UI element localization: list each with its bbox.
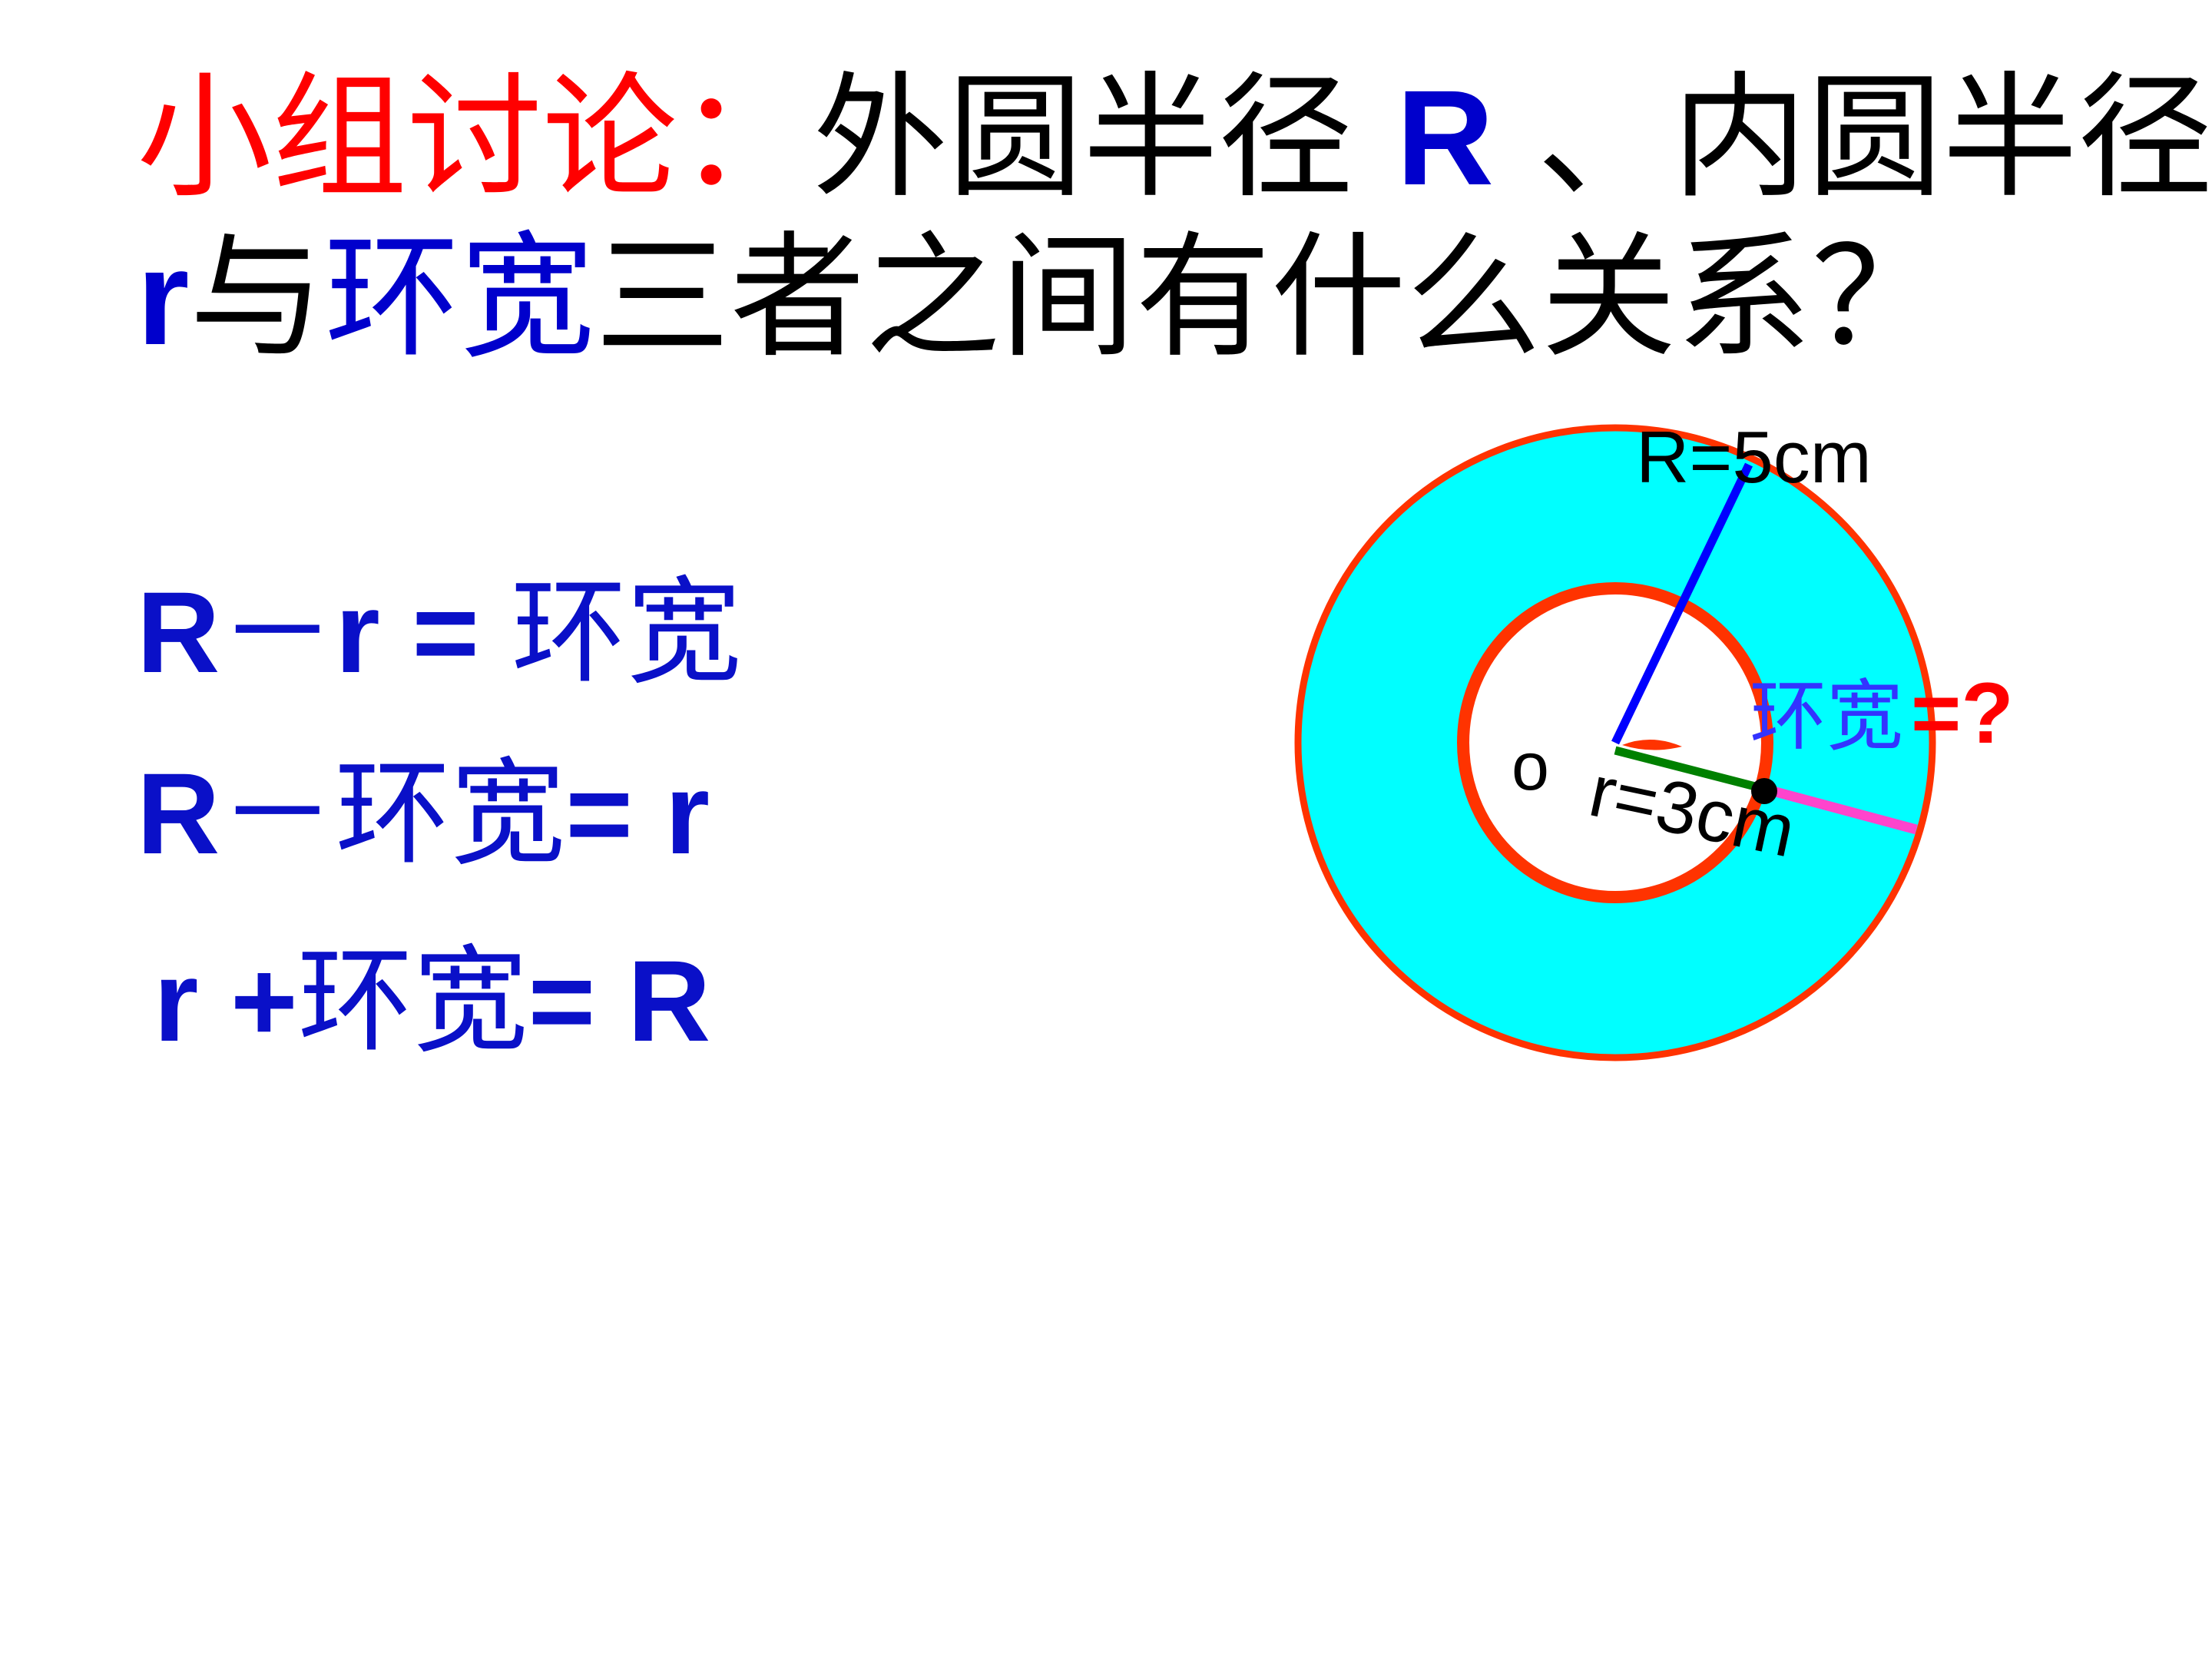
question-text: 三者之间有什么关系？ — [594, 219, 1947, 376]
outer-radius-symbol: R — [1396, 63, 1495, 214]
outer-radius-line — [1611, 462, 1753, 745]
equation-2-b: 环宽 — [335, 747, 566, 881]
title-line-1: 小组讨论：外圆半径 R 、内圆半径 — [137, 71, 2212, 207]
equation-2-a: R — [137, 749, 220, 878]
equation-3-b: 环宽 — [297, 935, 528, 1068]
equation-2: R－环宽= r — [137, 756, 710, 872]
angle-marker — [1622, 739, 1682, 750]
title-line-2: r与环宽三者之间有什么关系？ — [137, 230, 1947, 366]
inner-radius-text: 、内圆半径 — [1494, 59, 2212, 217]
ring-width-question: =? — [1911, 665, 2014, 761]
inner-radius-symbol: r — [137, 223, 190, 373]
equation-3-op: + — [198, 936, 298, 1065]
equation-3-eq: = — [528, 936, 628, 1065]
center-label: o — [1512, 728, 1549, 804]
ring-width-label: 环宽 — [1750, 671, 1903, 761]
equation-1: R－r = 环宽 — [137, 575, 742, 690]
discussion-label: 小组讨论： — [137, 59, 813, 217]
equation-2-op: － — [220, 747, 336, 881]
ring-width-term: 环宽 — [324, 219, 595, 376]
outer-radius-text: 外圆半径 — [813, 59, 1396, 217]
equation-1-c: 环宽 — [511, 566, 742, 700]
equation-2-eq: = — [565, 749, 665, 878]
equation-1-op: － — [220, 566, 336, 700]
equation-1-eq: = — [379, 568, 512, 697]
and-text: 与 — [189, 219, 325, 376]
equation-3-c: R — [627, 936, 711, 1065]
equation-3-a: r — [154, 936, 199, 1065]
ring-width-line — [1763, 783, 1918, 835]
outer-radius-label: R=5cm — [1636, 416, 1872, 498]
inner-circle-point — [1751, 778, 1777, 804]
equation-3: r +环宽= R — [154, 943, 710, 1059]
equation-1-a: R — [137, 568, 220, 697]
inner-radius-line — [1614, 746, 1766, 793]
equation-1-b: r — [335, 568, 380, 697]
equation-2-c: r — [664, 749, 710, 878]
